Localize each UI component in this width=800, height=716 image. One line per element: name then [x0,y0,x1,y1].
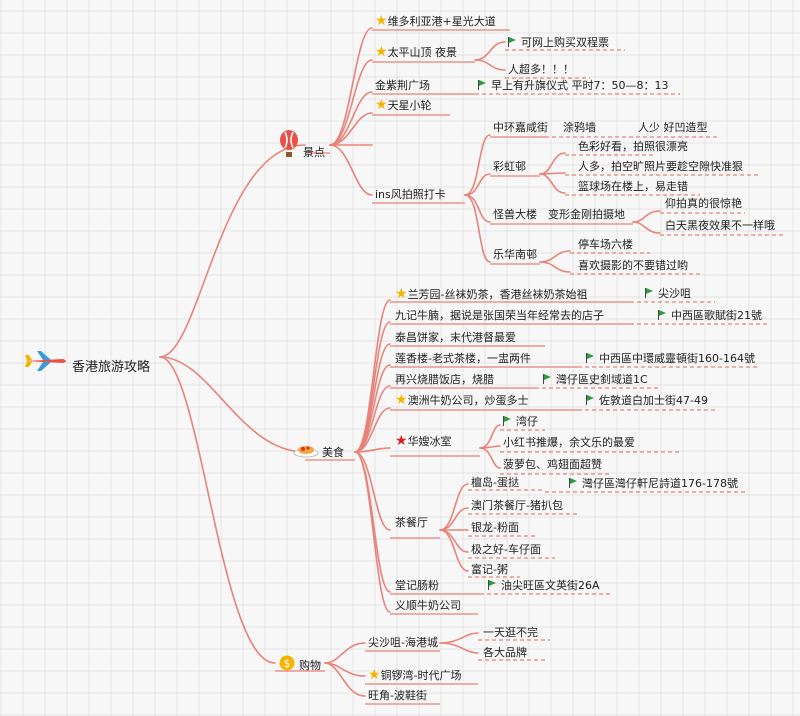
root-title: 香港旅游攻略 [72,360,151,375]
shopping-harbour[interactable]: 尖沙咀-海港城 [368,636,438,649]
scenic-ins[interactable]: ins风拍照打卡 [375,188,446,201]
chachaan-ginlung[interactable]: 银龙-粉面 [471,521,519,534]
flag-icon [503,416,512,426]
shopping-mongkok[interactable]: 旺角-波鞋街 [368,689,427,702]
star-icon: ★ [375,97,388,113]
scenic-bauhinia[interactable]: 金紫荆广场 [375,79,430,92]
central-note[interactable]: 人少 好凹造型 [638,121,708,134]
hot-air-balloon-icon [280,130,298,157]
food-kau[interactable]: 九记牛腩，据说是张国荣当年经常去的店子 [395,309,604,322]
flag-icon [658,310,667,320]
lokfu-note-1[interactable]: 停车场六楼 [578,238,633,251]
star-icon: ★ [395,286,408,302]
chachaan-good[interactable]: 极之好-车仔面 [471,543,541,556]
wahsan-note-1[interactable]: 小红书推爆，余文乐的最爱 [503,436,635,449]
monster-note-1[interactable]: 仰拍真的很惊艳 [665,197,742,210]
root-topic[interactable]: 香港旅游攻略 [20,349,153,376]
food-joy[interactable]: 再兴烧腊饭店，烧腊 [395,373,494,386]
food-lin[interactable]: 莲香楼-老式茶楼，一盅两件 [395,352,531,365]
lin-location[interactable]: 中西區中環威靈頓街160-164號 [583,352,758,366]
branch-scenic-label: 景点 [303,146,325,159]
flag-icon [586,353,595,363]
ins-monster[interactable]: 怪兽大楼 [493,208,537,221]
branch-food[interactable]: 美食 [290,442,347,460]
chachaan-tan[interactable]: 檀岛-蛋挞 [471,476,519,489]
harbour-note-2[interactable]: 各大品牌 [483,646,527,659]
rainbow-note-2[interactable]: 人多，拍空旷照片要趁空隙快准狠 [578,160,743,173]
food-tong[interactable]: 堂记肠粉 [395,579,439,592]
australia-location[interactable]: 佐敦道白加士街47-49 [583,394,711,408]
star-icon: ★ [395,392,408,408]
harbour-note-1[interactable]: 一天逛不完 [483,626,538,639]
red-star-icon: ★ [395,433,408,449]
bauhinia-note[interactable]: 早上有升旗仪式 平时7：50—8：13 [475,79,672,93]
tong-location[interactable]: 油尖旺區文英街26A [485,579,603,593]
star-icon: ★ [368,667,381,683]
lanfong-location[interactable]: 尖沙咀 [642,287,694,301]
shopping-times[interactable]: ★铜锣湾-时代广场 [368,667,462,683]
kau-location[interactable]: 中西區歌賦街21號 [655,309,765,323]
rainbow-note-3[interactable]: 篮球场在楼上，易走错 [578,180,688,193]
monster-sub[interactable]: 变形金刚拍摄地 [548,208,625,221]
flag-icon [478,80,487,90]
flag-icon [508,37,517,47]
chachaan-macau[interactable]: 澳门茶餐厅-猪扒包 [471,499,563,512]
rainbow-note-1[interactable]: 色彩好看，拍照很漂亮 [578,140,688,153]
star-icon: ★ [375,13,388,29]
branch-shopping[interactable]: $ 购物 [275,653,324,673]
chachaan-fu[interactable]: 富记-粥 [471,563,508,576]
flag-icon [543,374,552,384]
flag-icon [586,395,595,405]
wahsan-location[interactable]: 湾仔 [500,415,541,429]
ins-lokfu[interactable]: 乐华南邨 [493,248,537,261]
food-taicheong[interactable]: 泰昌饼家，末代港督最爱 [395,331,516,344]
star-icon: ★ [375,44,388,60]
wahsan-note-2[interactable]: 菠萝包、鸡翅面超赞 [503,458,602,471]
monster-note-2[interactable]: 白天黑夜效果不一样哦 [665,219,775,232]
joy-location[interactable]: 灣仔區史釗域道1C [540,373,651,387]
ins-rainbow[interactable]: 彩虹邨 [493,160,526,173]
food-chachaan[interactable]: 茶餐厅 [395,516,428,529]
food-lanfong[interactable]: ★兰芳园-丝袜奶茶，香港丝袜奶茶始祖 [395,286,588,302]
peak-ticket[interactable]: 可网上购买双程票 [505,36,612,50]
food-yee[interactable]: 义顺牛奶公司 [395,599,461,612]
scenic-peak[interactable]: ★太平山顶 夜景 [375,44,458,60]
airplane-icon [25,351,66,371]
peak-crowd[interactable]: 人超多！！！ [508,63,574,76]
tan-location[interactable]: 灣仔區灣仔軒尼詩道176-178號 [566,477,741,491]
svg-text:$: $ [284,657,291,670]
food-wahsan[interactable]: ★华嫂冰室 [395,433,452,449]
ins-central[interactable]: 中环嘉咸街 [493,121,548,134]
food-australia[interactable]: ★澳洲牛奶公司，炒蛋多士 [395,392,529,408]
food-plate-icon [293,446,319,458]
central-graffiti[interactable]: 涂鸦墙 [563,121,596,134]
scenic-star-ferry[interactable]: ★天星小轮 [375,97,432,113]
money-bag-icon: $ [279,655,295,671]
branch-scenic[interactable]: 景点 [275,130,328,160]
flag-icon [488,580,497,590]
flag-icon [569,478,578,488]
scenic-victoria[interactable]: ★维多利亚港+星光大道 [375,13,496,29]
flag-icon [645,288,654,298]
lokfu-note-2[interactable]: 喜欢摄影的不要错过哟 [578,259,688,272]
